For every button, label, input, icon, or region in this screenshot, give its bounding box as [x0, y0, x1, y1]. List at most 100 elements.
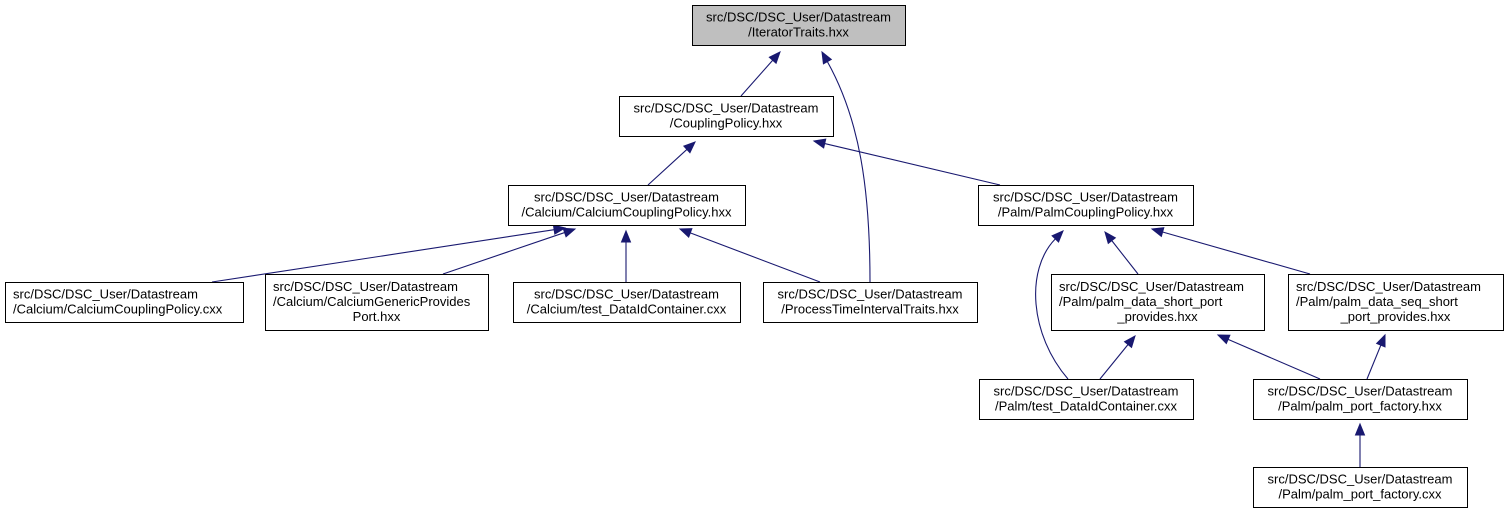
edge-line — [1227, 338, 1321, 380]
node-label-line: /Calcium/CalciumCouplingPolicy.hxx — [522, 205, 732, 220]
arrowhead-icon — [1216, 334, 1231, 345]
node-label-line: /Calcium/test_DataIdContainer.cxx — [527, 302, 727, 317]
node-box[interactable] — [979, 379, 1194, 420]
file-node[interactable]: src/DSC/DSC_User/Datastream/CouplingPoli… — [619, 96, 834, 137]
file-node[interactable]: src/DSC/DSC_User/Datastream/Calcium/Calc… — [508, 185, 746, 226]
node-label-line: src/DSC/DSC_User/Datastream — [1268, 384, 1453, 399]
arrowhead-icon — [678, 228, 693, 238]
arrowhead-icon — [768, 51, 781, 65]
edge-n6-to-n2 — [620, 229, 632, 282]
edge-line — [1099, 344, 1129, 380]
arrowhead-icon — [1051, 230, 1064, 243]
arrowhead-icon — [1375, 333, 1386, 348]
node-label-line: /Palm/test_DataIdContainer.cxx — [995, 399, 1178, 414]
edge-n9-to-n3 — [1150, 227, 1311, 275]
file-node[interactable]: src/DSC/DSC_User/Datastream/Calcium/test… — [513, 282, 741, 323]
file-node[interactable]: src/DSC/DSC_User/Datastream/ProcessTimeI… — [763, 282, 978, 323]
arrowhead-icon — [562, 227, 577, 238]
file-node[interactable]: src/DSC/DSC_User/Datastream/Calcium/Calc… — [5, 282, 244, 323]
edge-n11-to-n8 — [1216, 334, 1321, 380]
edge-n11-to-n9 — [1366, 333, 1386, 380]
edge-n10-to-n8 — [1099, 334, 1136, 380]
arrowhead-icon — [552, 224, 567, 235]
edge-n7-to-n0 — [821, 50, 871, 283]
node-label-line: /Palm/palm_port_factory.cxx — [1278, 487, 1442, 502]
arrowhead-icon — [812, 138, 827, 149]
arrowhead-icon — [1123, 334, 1136, 349]
edge-n3-to-n1 — [812, 138, 1001, 186]
node-label-line: /Palm/palm_data_short_port — [1059, 294, 1223, 309]
node-label-line: src/DSC/DSC_User/Datastream — [994, 384, 1179, 399]
file-node[interactable]: src/DSC/DSC_User/Datastream/Palm/palm_po… — [1253, 379, 1468, 420]
node-label-line: src/DSC/DSC_User/Datastream — [993, 190, 1178, 205]
node-label-line: /Calcium/CalciumCouplingPolicy.cxx — [13, 302, 223, 317]
node-box[interactable] — [265, 274, 489, 331]
node-label-line: src/DSC/DSC_User/Datastream — [1296, 279, 1481, 294]
edge-line — [442, 232, 565, 275]
node-label-line: src/DSC/DSC_User/Datastream — [534, 287, 719, 302]
edge-line — [1162, 231, 1311, 275]
edge-n7-to-n2 — [678, 228, 821, 283]
edges-layer — [211, 50, 1386, 467]
arrowhead-icon — [1104, 230, 1117, 245]
node-label-line: /Palm/palm_port_factory.hxx — [1278, 399, 1442, 414]
edge-line — [647, 149, 688, 186]
node-label-line: src/DSC/DSC_User/Datastream — [706, 10, 891, 25]
node-box[interactable] — [1051, 274, 1265, 331]
node-box[interactable] — [978, 185, 1194, 226]
node-box — [692, 5, 906, 46]
file-node[interactable]: src/DSC/DSC_User/Datastream/Palm/palm_da… — [1051, 274, 1265, 331]
arrowhead-icon — [821, 50, 833, 65]
node-label-line: /Palm/palm_data_seq_short — [1296, 294, 1458, 309]
node-label-line: src/DSC/DSC_User/Datastream — [13, 287, 198, 302]
focus-file-node: src/DSC/DSC_User/Datastream/IteratorTrai… — [692, 5, 906, 46]
node-label-line: /Calcium/CalciumGenericProvides — [273, 294, 471, 309]
node-box[interactable] — [508, 185, 746, 226]
edge-line — [1035, 238, 1069, 380]
file-node[interactable]: src/DSC/DSC_User/Datastream/Palm/PalmCou… — [978, 185, 1194, 226]
node-label-line: src/DSC/DSC_User/Datastream — [1268, 472, 1453, 487]
edge-line — [211, 229, 555, 283]
arrowhead-icon — [1354, 422, 1366, 436]
edge-line — [690, 232, 821, 283]
edge-line — [740, 59, 774, 97]
arrowhead-icon — [620, 229, 632, 243]
edge-n4-to-n2 — [211, 224, 567, 283]
file-node[interactable]: src/DSC/DSC_User/Datastream/Palm/palm_da… — [1288, 274, 1504, 331]
node-label-line: /ProcessTimeIntervalTraits.hxx — [781, 302, 959, 317]
nodes-layer: src/DSC/DSC_User/Datastream/IteratorTrai… — [5, 5, 1504, 508]
edge-n12-to-n11 — [1354, 422, 1366, 467]
node-label-line: src/DSC/DSC_User/Datastream — [778, 287, 963, 302]
node-label-line: /Palm/PalmCouplingPolicy.hxx — [998, 205, 1174, 220]
file-node[interactable]: src/DSC/DSC_User/Datastream/Palm/test_Da… — [979, 379, 1194, 420]
arrowhead-icon — [682, 141, 696, 154]
node-label-line: Port.hxx — [353, 309, 401, 324]
edge-n1-to-n0 — [740, 51, 781, 97]
edge-n5-to-n2 — [442, 227, 577, 275]
node-label-line: /IteratorTraits.hxx — [748, 25, 849, 40]
node-label-line: src/DSC/DSC_User/Datastream — [273, 279, 458, 294]
edge-line — [1111, 240, 1139, 275]
node-box[interactable] — [619, 96, 834, 137]
edge-line — [826, 61, 871, 283]
node-box[interactable] — [1253, 467, 1468, 508]
node-box[interactable] — [1253, 379, 1468, 420]
edge-line — [824, 142, 1001, 186]
node-box[interactable] — [763, 282, 978, 323]
node-box[interactable] — [1288, 274, 1504, 331]
file-node[interactable]: src/DSC/DSC_User/Datastream/Calcium/Calc… — [265, 274, 489, 331]
edge-n10-to-n3 — [1035, 230, 1069, 380]
node-box[interactable] — [513, 282, 741, 323]
node-box[interactable] — [5, 282, 244, 323]
node-label-line: src/DSC/DSC_User/Datastream — [534, 190, 719, 205]
file-node[interactable]: src/DSC/DSC_User/Datastream/Palm/palm_po… — [1253, 467, 1468, 508]
edge-n8-to-n3 — [1104, 230, 1139, 275]
node-label-line: _port_provides.hxx — [1340, 309, 1451, 324]
node-label-line: src/DSC/DSC_User/Datastream — [634, 101, 819, 116]
arrowhead-icon — [1150, 227, 1165, 238]
node-label-line: /CouplingPolicy.hxx — [670, 116, 783, 131]
edge-n2-to-n1 — [647, 141, 696, 186]
node-label-line: _provides.hxx — [1116, 309, 1198, 324]
edge-line — [1366, 344, 1382, 380]
